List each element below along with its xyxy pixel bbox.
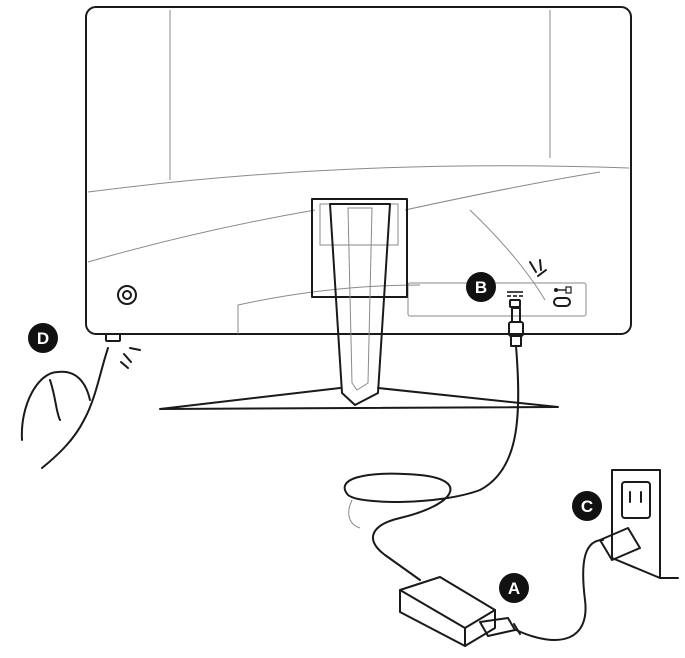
stand-base bbox=[159, 387, 559, 410]
power-button-ring bbox=[122, 290, 132, 300]
ac-cable bbox=[515, 539, 604, 641]
svg-text:C: C bbox=[581, 497, 593, 516]
svg-text:B: B bbox=[475, 278, 487, 297]
svg-text:A: A bbox=[508, 579, 520, 598]
io-panel-frame bbox=[407, 282, 587, 317]
port-highlight-rays bbox=[529, 259, 547, 277]
adapter-side bbox=[399, 589, 466, 647]
monitor-curve-lower-left bbox=[87, 209, 316, 263]
outlet-plate bbox=[611, 469, 661, 579]
power-key[interactable] bbox=[105, 333, 121, 342]
dc-power-icon bbox=[507, 291, 523, 297]
adapter-front bbox=[464, 609, 496, 647]
hand-index-finger bbox=[41, 347, 109, 469]
dc-plug-tip bbox=[511, 307, 521, 323]
power-button[interactable] bbox=[117, 285, 137, 305]
hand-thumb bbox=[49, 379, 61, 421]
usb-c-icon bbox=[554, 286, 572, 294]
dc-in-port[interactable] bbox=[509, 299, 521, 308]
badge-c: C bbox=[572, 491, 602, 521]
dc-cable-loop-detail bbox=[348, 499, 361, 529]
badge-d: D bbox=[28, 323, 58, 353]
hand-knuckles bbox=[20, 370, 91, 441]
dc-plug-strain bbox=[510, 335, 522, 347]
monitor-back bbox=[85, 6, 632, 335]
usb-c-port[interactable] bbox=[553, 297, 571, 307]
monitor-curve-lower-right bbox=[404, 171, 601, 211]
dc-cable-coil bbox=[343, 345, 520, 581]
ac-wall-plug bbox=[599, 527, 641, 561]
monitor-curve-upper bbox=[87, 165, 630, 193]
badge-b: B bbox=[466, 272, 496, 302]
monitor-body-contour-right bbox=[469, 209, 546, 301]
hand-icon bbox=[20, 333, 141, 469]
press-rays bbox=[120, 347, 141, 369]
power-button-icon bbox=[117, 285, 137, 305]
stand-neck bbox=[329, 203, 391, 406]
stand-neck-inner bbox=[347, 207, 373, 391]
outlet-socket bbox=[621, 481, 651, 519]
wall-outlet bbox=[599, 469, 679, 579]
badge-a: A bbox=[499, 573, 529, 603]
monitor-frame bbox=[85, 6, 632, 335]
monitor-stand bbox=[159, 198, 559, 410]
svg-text:D: D bbox=[37, 329, 49, 348]
monitor-body-contour bbox=[237, 284, 421, 334]
stand-mount-plate bbox=[311, 198, 408, 298]
power-cable bbox=[343, 307, 524, 581]
io-panel bbox=[407, 259, 587, 317]
